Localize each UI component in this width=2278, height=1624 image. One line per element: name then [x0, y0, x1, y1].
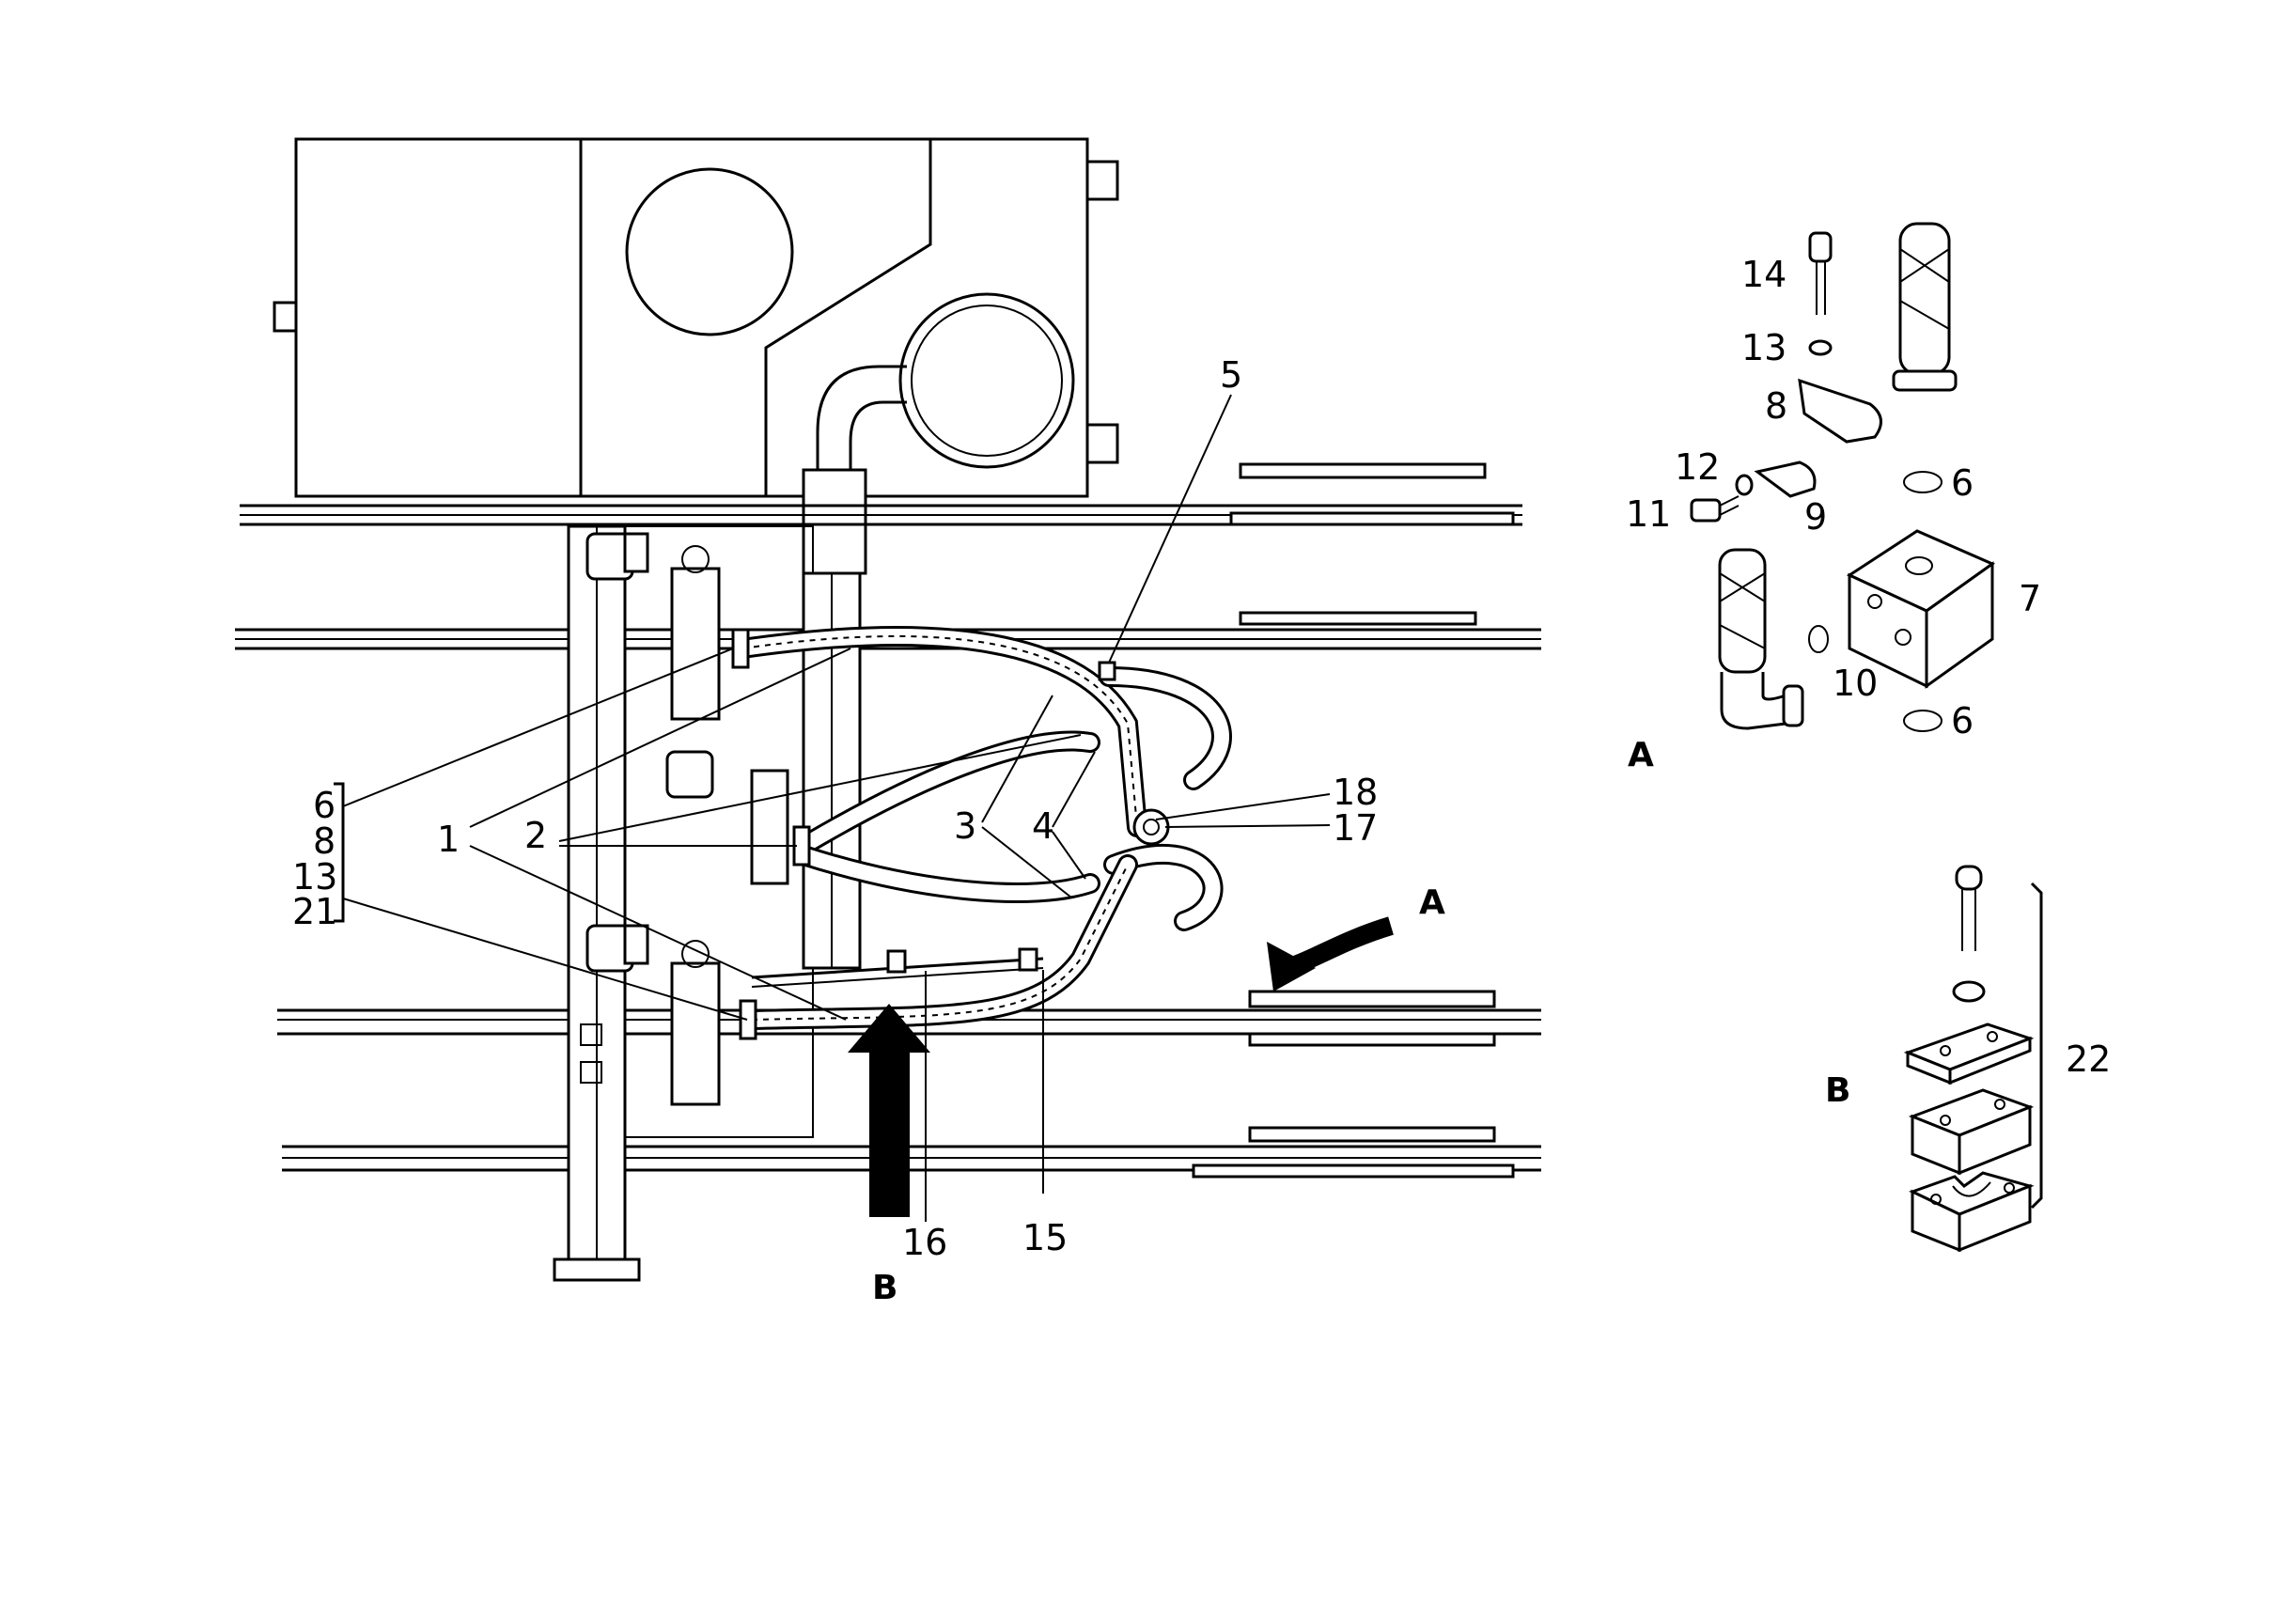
detail-a: 14 13 8 12 11 9 6 7 10 6 A	[1626, 222, 2041, 774]
detail-b-callout-22: 22	[2066, 1038, 2111, 1080]
main-assembly: 6 8 13 21 1 2 3 4 5 18 17 16 15 A B	[235, 137, 1541, 1307]
detail-a-callout-12: 12	[1675, 446, 1720, 488]
callout-4: 4	[1032, 805, 1054, 847]
view-label-a: A	[1419, 883, 1445, 922]
detail-a-callout-6-top: 6	[1951, 462, 1974, 504]
detail-b-letter: B	[1825, 1071, 1850, 1110]
detail-b: 22 B	[1825, 865, 2111, 1253]
detail-a-callout-7: 7	[2019, 578, 2041, 619]
detail-a-letter: A	[1628, 736, 1654, 774]
callout-15: 15	[1022, 1217, 1068, 1258]
detail-a-callout-10: 10	[1833, 663, 1878, 704]
detail-a-callout-14: 14	[1741, 254, 1787, 295]
callout-group-8: 8	[313, 820, 335, 862]
main-callouts: 6 8 13 21 1 2 3 4 5 18 17 16 15 A B	[292, 354, 1445, 1307]
upper-housing	[273, 137, 1119, 575]
callout-2: 2	[524, 815, 547, 856]
hydraulic-hoses	[731, 626, 1232, 1040]
detail-a-callout-8: 8	[1765, 385, 1787, 427]
callout-3: 3	[954, 805, 976, 847]
callout-17: 17	[1333, 807, 1378, 849]
frame-rails	[235, 462, 1541, 1179]
callout-16: 16	[902, 1222, 947, 1263]
view-arrow-b	[848, 1004, 930, 1217]
detail-a-callout-13: 13	[1741, 327, 1787, 368]
callout-1: 1	[437, 819, 460, 860]
leader-lines	[334, 394, 1331, 1222]
left-column	[553, 524, 862, 1282]
detail-a-callout-6-bottom: 6	[1951, 700, 1974, 742]
callout-group-13: 13	[292, 856, 337, 898]
view-arrow-a	[1267, 916, 1394, 992]
detail-a-callout-9: 9	[1804, 496, 1827, 538]
callout-group-6: 6	[313, 785, 335, 826]
callout-5: 5	[1220, 354, 1242, 396]
view-label-b: B	[872, 1269, 897, 1307]
detail-a-callout-11: 11	[1626, 493, 1671, 535]
callout-group-21: 21	[292, 891, 337, 932]
callout-18: 18	[1333, 772, 1378, 813]
